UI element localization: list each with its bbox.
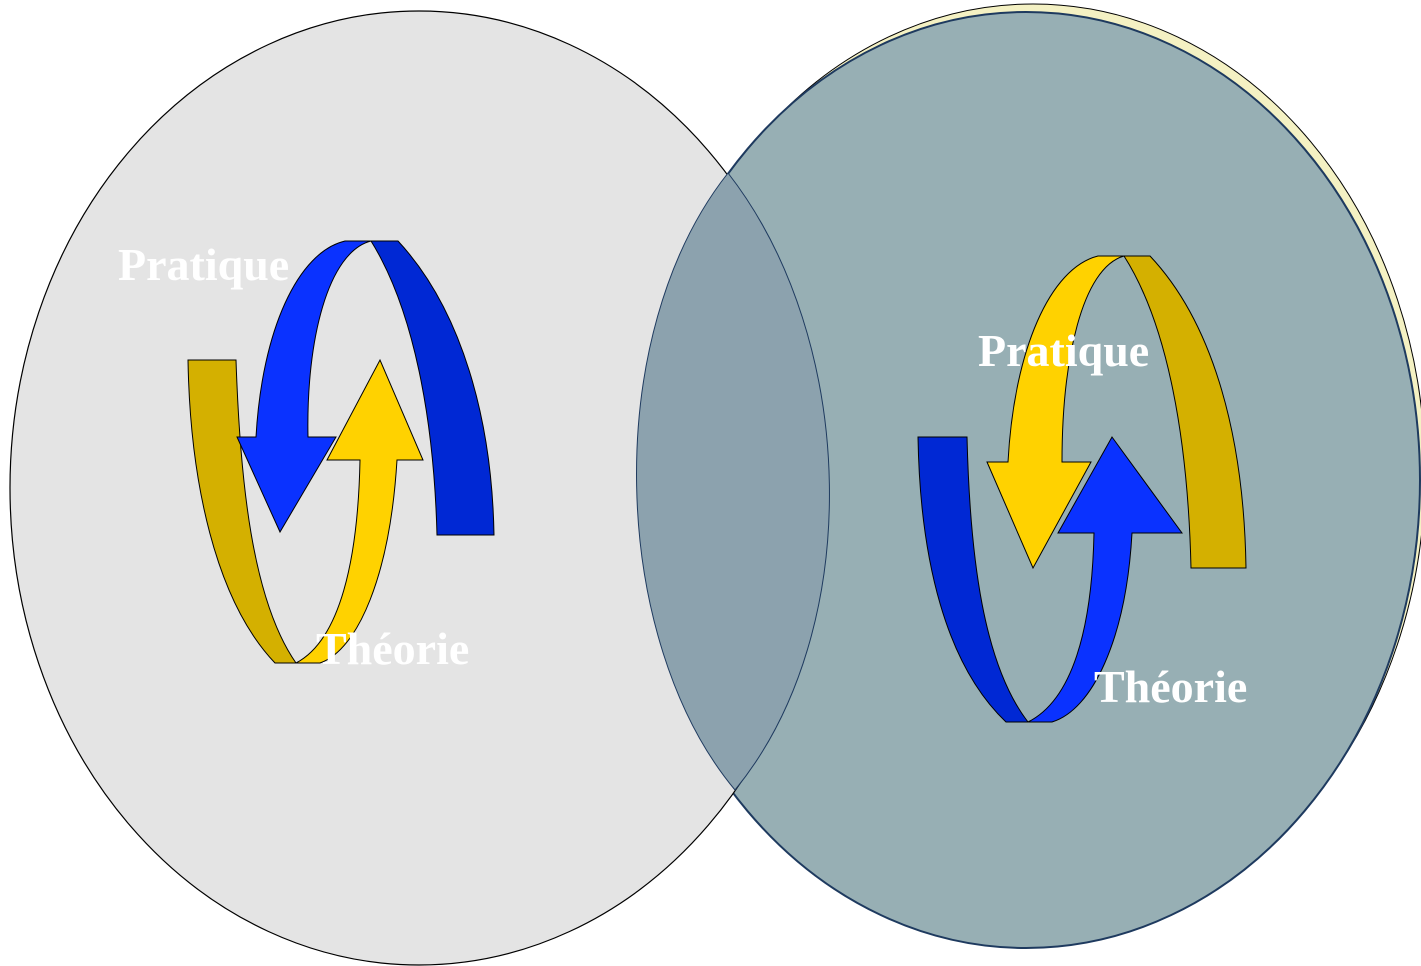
right-cycle-arrows	[917, 255, 1247, 723]
right-yellow-arrow-back	[1123, 255, 1247, 569]
circle-overlap-region	[636, 172, 830, 791]
left-blue-arrow-back	[370, 240, 495, 536]
right-yellow-arrow-front	[986, 255, 1125, 570]
left-pratique-label: Pratique	[118, 239, 290, 290]
right-theorie-label: Théorie	[1094, 661, 1248, 712]
left-cycle-arrows	[187, 240, 495, 664]
left-theorie-label: Théorie	[316, 623, 470, 674]
left-blue-arrow-front	[236, 240, 372, 534]
right-blue-arrow-front	[1027, 436, 1183, 723]
left-yellow-arrow-back	[187, 359, 297, 664]
left-yellow-arrow-front	[295, 358, 424, 664]
right-pratique-label: Pratique	[978, 325, 1150, 376]
